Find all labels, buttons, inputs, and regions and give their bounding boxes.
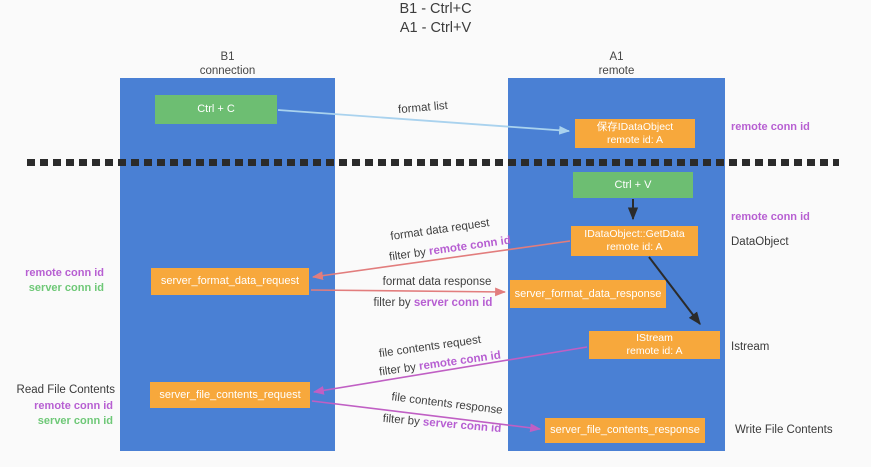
title-line-2: A1 - Ctrl+V (399, 20, 472, 36)
edge-label-format-list: format list (397, 99, 449, 117)
save-idataobject-line1: 保存IDataObject (596, 120, 674, 133)
label-dataobject: DataObject (731, 236, 789, 248)
server-file-contents-response-label: server_file_contents_response (550, 424, 700, 436)
save-idataobject-line2: remote id: A (606, 133, 663, 146)
node-ctrl-v-label: Ctrl + V (614, 178, 652, 191)
node-ctrl-c-label: Ctrl + C (197, 103, 235, 115)
edge-label-file-contents-response-filter: filter by server conn id (382, 413, 501, 435)
label-remote-conn-id-mid-left: remote conn id (25, 267, 104, 279)
node-idataobject-getdata: IDataObject::GetData remote id: A (571, 226, 698, 256)
node-server-format-data-request: server_format_data_request (151, 268, 309, 295)
server-file-contents-request-label: server_file_contents_request (159, 388, 301, 401)
column-a1-name: A1 (609, 51, 624, 63)
label-remote-conn-id-top-right: remote conn id (731, 121, 810, 133)
server-format-data-response-label: server_format_data_response (514, 287, 662, 300)
label-write-file-contents: Write File Contents (735, 424, 833, 436)
node-save-idataobject-label: 保存IDataObject remote id: A (597, 121, 673, 147)
label-remote-conn-id-bottom-left: remote conn id (34, 400, 113, 412)
label-istream: Istream (731, 341, 770, 353)
filter-key-remote-conn-id: remote conn id (428, 234, 512, 258)
istream-line1: IStream (636, 332, 673, 344)
getdata-line1: IDataObject::GetData (584, 228, 685, 240)
edge-label-format-data-response-filter: filter by server conn id (374, 297, 493, 309)
filter-prefix: filter by (388, 245, 430, 264)
filter-key-server-conn-id: server conn id (422, 416, 502, 436)
node-ctrl-c: Ctrl + C (155, 95, 277, 124)
node-server-format-data-response: server_format_data_response (510, 280, 666, 308)
column-b1-role: connection (199, 65, 256, 77)
getdata-line2: remote id: A (606, 241, 663, 253)
phase-separator-dashed-line (27, 159, 839, 166)
column-a1-role: remote (598, 65, 635, 77)
label-server-conn-id-bottom-left: server conn id (37, 415, 113, 427)
label-remote-conn-id-mid-right: remote conn id (731, 211, 810, 223)
diagram-title: B1 - Ctrl+C A1 - Ctrl+V (0, 0, 871, 38)
column-header-a1: A1 remote (508, 50, 725, 78)
filter-key-remote-conn-id: remote conn id (418, 349, 502, 373)
label-server-conn-id-mid-left: server conn id (28, 282, 104, 294)
edge-label-file-contents-response: file contents response (390, 391, 504, 417)
node-istream: IStream remote id: A (589, 331, 720, 359)
node-idataobject-getdata-label: IDataObject::GetData remote id: A (584, 228, 684, 254)
label-read-file-contents: Read File Contents (16, 384, 115, 396)
arrow-format-data-response (310, 287, 507, 297)
column-header-b1: B1 connection (120, 50, 335, 78)
node-istream-label: IStream remote id: A (626, 332, 682, 358)
filter-key-server-conn-id: server conn id (413, 297, 493, 309)
filter-prefix: filter by (378, 360, 420, 379)
node-server-file-contents-response: server_file_contents_response (545, 418, 705, 443)
title-line-1: B1 - Ctrl+C (399, 1, 472, 17)
filter-prefix: filter by (382, 412, 424, 429)
server-format-data-request-label: server_format_data_request (160, 275, 300, 287)
filter-prefix: filter by (373, 297, 414, 309)
node-ctrl-v: Ctrl + V (573, 172, 693, 198)
node-save-idataobject: 保存IDataObject remote id: A (575, 119, 695, 148)
istream-line2: remote id: A (626, 345, 683, 357)
column-b1-name: B1 (220, 51, 235, 63)
edge-label-format-data-response: format data response (382, 276, 492, 288)
node-server-file-contents-request: server_file_contents_request (150, 382, 310, 408)
